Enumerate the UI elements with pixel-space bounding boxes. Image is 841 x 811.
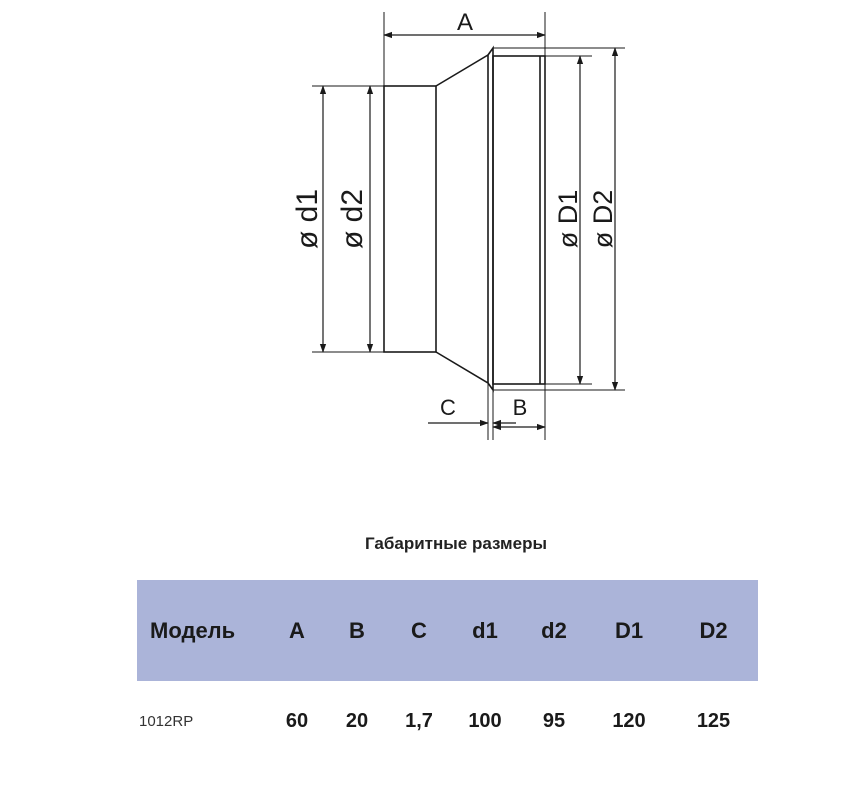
cell-d2: 95 bbox=[542, 709, 566, 732]
reducer-drawing: A ø d1 ø d2 ø D1 ø D2 C B bbox=[291, 9, 625, 440]
large-spigot bbox=[492, 55, 546, 385]
cell-model: 1012RP bbox=[139, 712, 194, 730]
header-D1: D1 bbox=[614, 617, 644, 643]
cell-A: 60 bbox=[285, 709, 309, 732]
dimension-lines bbox=[319, 31, 619, 431]
small-spigot bbox=[383, 85, 437, 353]
cell-D1: 120 bbox=[612, 709, 646, 732]
dimensions-table: Модель A B C d1 d2 D1 D2 1012RP 60 20 1,… bbox=[137, 580, 758, 761]
table-title: Габаритные размеры bbox=[365, 534, 547, 553]
label-A: A bbox=[457, 9, 473, 36]
cell-C: 1,7 bbox=[405, 709, 433, 732]
label-C: C bbox=[440, 395, 456, 420]
table-header-row: Модель A B C d1 d2 D1 D2 bbox=[137, 580, 758, 681]
header-d2: d2 bbox=[541, 617, 567, 643]
reducer-outline bbox=[383, 45, 546, 393]
table-row: 1012RP 60 20 1,7 100 95 120 125 bbox=[137, 681, 758, 761]
header-d1: d1 bbox=[472, 617, 498, 643]
header-model: Модель bbox=[150, 617, 236, 643]
cell-d1: 100 bbox=[468, 709, 502, 732]
cell-D2: 125 bbox=[696, 709, 731, 732]
header-C: C bbox=[411, 617, 427, 643]
label-d1: ø d1 bbox=[291, 189, 324, 249]
label-B: B bbox=[513, 395, 528, 420]
label-D2: ø D2 bbox=[588, 190, 618, 249]
header-B: B bbox=[349, 617, 365, 643]
cell-B: 20 bbox=[345, 709, 369, 732]
header-A: A bbox=[289, 617, 305, 643]
header-D2: D2 bbox=[699, 617, 728, 643]
label-D1: ø D1 bbox=[553, 190, 583, 249]
label-d2: ø d2 bbox=[336, 189, 369, 249]
cone-transition bbox=[435, 53, 489, 385]
